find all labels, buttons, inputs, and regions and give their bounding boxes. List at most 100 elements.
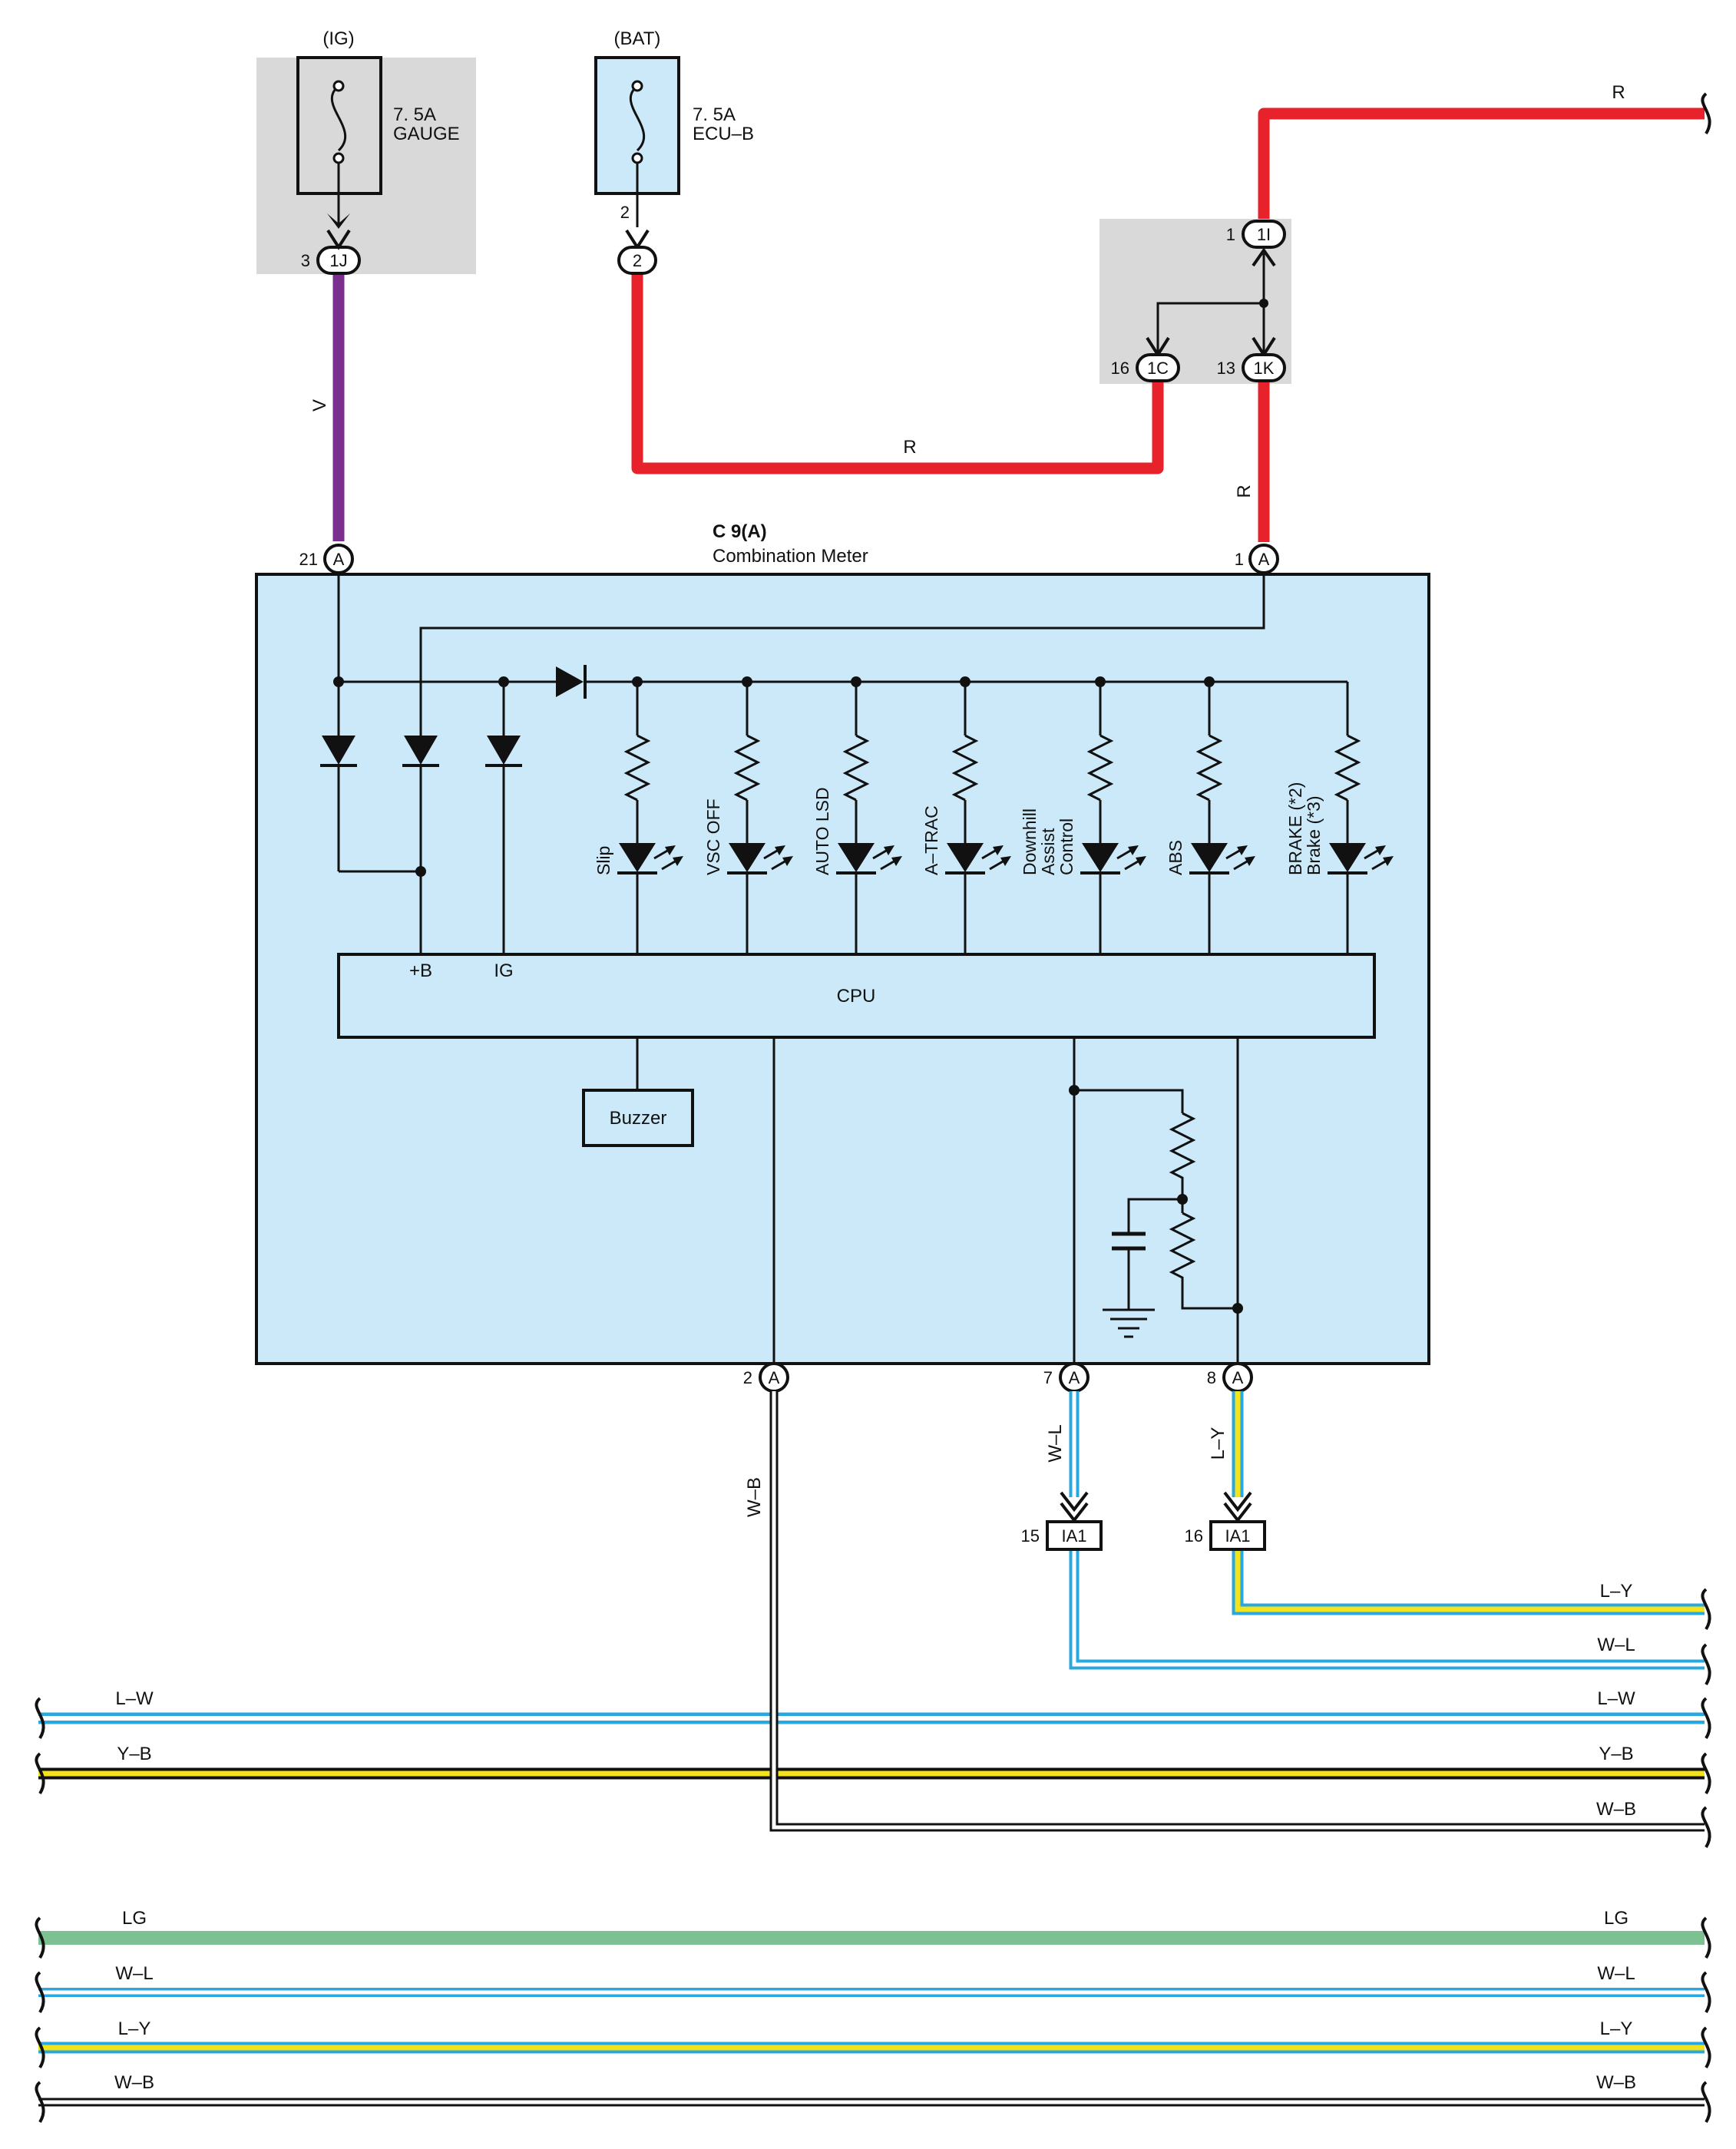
break-mark-left-3	[35, 1971, 45, 2014]
wire-label-ly: L–Y	[1208, 1427, 1228, 1460]
indicator-2: VSC OFF	[703, 676, 793, 954]
series-diode	[556, 666, 584, 697]
svg-text:1C: 1C	[1147, 359, 1169, 378]
svg-text:8: 8	[1207, 1368, 1216, 1387]
indicator-label-4: A–TRAC	[921, 805, 941, 875]
break-mark-right-3	[1701, 1752, 1711, 1795]
upper-connectors: 1J 3 2 2 1I 1 1C 16 1K 13	[301, 193, 1286, 382]
led-4	[947, 843, 984, 872]
ig-fuse-symbol	[330, 84, 347, 152]
svg-text:7: 7	[1043, 1368, 1053, 1387]
ia1-connectors: IA1 15 IA1 16	[1021, 1491, 1266, 1551]
svg-text:1: 1	[1235, 550, 1244, 569]
break-mark-left-5	[35, 2081, 45, 2124]
buzzer-box	[582, 1089, 694, 1147]
ig-fuse-name: GAUGE	[393, 124, 460, 144]
svg-text:2: 2	[633, 251, 642, 270]
combination-meter: C 9(A) Combination Meter A 21 A 1 A 2 A …	[255, 521, 1430, 1393]
svg-text:IA1: IA1	[1061, 1526, 1086, 1546]
lower-wires	[38, 1391, 1705, 2107]
indicator-label-6: ABS	[1166, 840, 1185, 875]
indicator-6: ABS	[1166, 676, 1255, 954]
connector-1c	[1136, 353, 1180, 382]
break-mark-right-2	[1701, 1697, 1711, 1740]
svg-text:21: 21	[299, 550, 318, 569]
resistor-5	[1086, 734, 1114, 802]
svg-text:A: A	[769, 1368, 780, 1387]
svg-text:Y–B: Y–B	[117, 1744, 151, 1764]
resistor-3	[842, 734, 870, 802]
indicator-4: A–TRAC	[921, 676, 1011, 954]
meter-name: Combination Meter	[713, 546, 868, 567]
svg-text:A: A	[333, 550, 345, 569]
svg-text:LG: LG	[1604, 1908, 1629, 1929]
resistor-1	[623, 734, 651, 802]
svg-text:W–B: W–B	[1596, 2072, 1636, 2093]
connector-ia1-15	[1046, 1520, 1103, 1551]
svg-text:L–Y: L–Y	[1600, 2018, 1633, 2039]
wire-label-r-vert: R	[1234, 484, 1255, 498]
break-mark-left-2	[35, 1916, 45, 1959]
svg-text:W–L: W–L	[115, 1963, 153, 1984]
svg-text:W–B: W–B	[114, 2072, 154, 2093]
svg-text:A: A	[1258, 550, 1270, 569]
svg-text:L–W: L–W	[115, 1688, 154, 1709]
svg-text:15: 15	[1021, 1526, 1040, 1546]
indicator-3: AUTO LSD	[812, 676, 902, 954]
led-5	[1082, 843, 1119, 872]
indicator-7: BRAKE (*2)Brake (*3)	[1285, 682, 1394, 954]
ground-symbol	[1103, 1308, 1155, 1338]
svg-text:2: 2	[743, 1368, 752, 1387]
svg-text:1I: 1I	[1257, 225, 1271, 244]
svg-text:W–B: W–B	[1596, 1799, 1636, 1820]
resistor-r1	[1169, 1112, 1196, 1198]
svg-text:3: 3	[301, 251, 310, 270]
connector-bat-2	[617, 246, 657, 275]
led-1	[619, 843, 656, 872]
bat-fuse-source: (BAT)	[614, 28, 661, 49]
svg-text:2: 2	[620, 203, 630, 222]
break-mark-left-1	[35, 1752, 45, 1795]
svg-text:16: 16	[1185, 1526, 1203, 1546]
svg-text:L–Y: L–Y	[118, 2018, 151, 2039]
svg-text:A: A	[1232, 1368, 1244, 1387]
break-mark-left-0	[35, 1697, 45, 1740]
bat-fuse-rating: 7. 5A	[693, 104, 736, 125]
break-mark-right-7	[1701, 2026, 1711, 2069]
wire-label-wb: W–B	[744, 1477, 765, 1517]
svg-text:1K: 1K	[1254, 359, 1275, 378]
break-mark-right-8	[1701, 2081, 1711, 2124]
connector-1k	[1242, 353, 1286, 382]
break-mark-right-1	[1701, 1643, 1711, 1686]
ig-fuse-source: (IG)	[322, 28, 354, 49]
led-6	[1191, 843, 1228, 872]
bat-fuse-name: ECU–B	[693, 124, 754, 144]
cpu-plus-b-label: +B	[409, 960, 432, 981]
break-mark-right-5	[1701, 1916, 1711, 1959]
cpu-label: CPU	[837, 986, 876, 1007]
cpu-box	[337, 953, 1376, 1039]
wire-label-v: V	[309, 399, 330, 412]
indicator-1: Slip	[594, 676, 683, 954]
indicator-label-5: Control	[1056, 818, 1076, 875]
ig-fuse-group: (IG) 7. 5A GAUGE	[256, 28, 476, 274]
svg-text:1: 1	[1226, 225, 1235, 244]
indicator-label-7: BRAKE (*2)	[1285, 782, 1305, 875]
resistor-2	[733, 734, 761, 802]
led-2	[729, 843, 765, 872]
connector-1i	[1242, 220, 1286, 249]
indicator-label-5: Assist	[1038, 828, 1058, 875]
wire-label-r-top: R	[1612, 82, 1625, 103]
indicator-label-5: Downhill	[1020, 808, 1040, 875]
wire-label-wl: W–L	[1045, 1424, 1066, 1462]
resistor-r2	[1169, 1212, 1196, 1282]
wire-r-top	[1258, 107, 1705, 219]
resistor-4	[951, 734, 979, 802]
svg-text:W–L: W–L	[1597, 1635, 1635, 1655]
svg-text:L–W: L–W	[1597, 1688, 1635, 1709]
svg-text:Y–B: Y–B	[1599, 1744, 1633, 1764]
ig-fuse-box-background	[256, 58, 476, 274]
led-7	[1329, 843, 1366, 872]
